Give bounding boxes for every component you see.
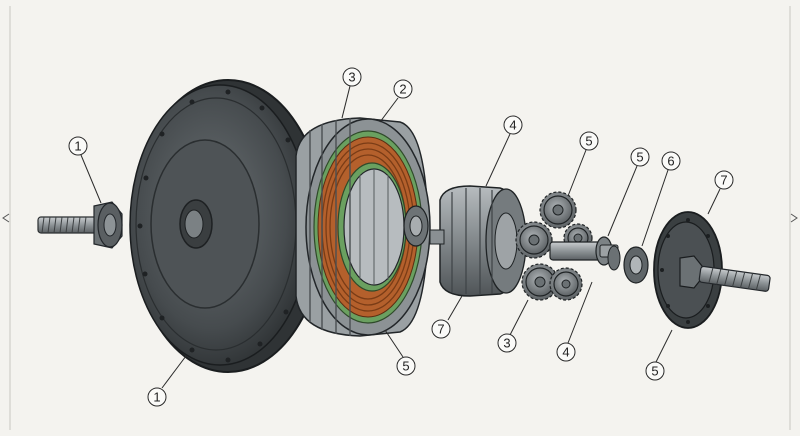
callout-3-gears: 3 (497, 333, 517, 353)
bearing-right (623, 246, 649, 284)
callout-5-cover: 5 (645, 361, 665, 381)
callout-1-hub: 1 (147, 387, 167, 407)
callout-4-rotor: 4 (503, 115, 523, 135)
svg-text:6: 6 (667, 154, 674, 169)
callout-5-stator: 5 (396, 356, 416, 376)
callout-1-bolt: 1 (68, 136, 88, 156)
callout-3-stator: 3 (342, 67, 362, 87)
arrow-left-icon (2, 213, 10, 223)
svg-text:3: 3 (503, 336, 510, 351)
arrow-right-icon (790, 213, 798, 223)
frame (2, 6, 798, 430)
svg-text:4: 4 (562, 345, 569, 360)
svg-text:5: 5 (585, 134, 592, 149)
stator-assembly (295, 117, 431, 337)
callouts (80, 85, 721, 389)
hub-shell (129, 79, 325, 373)
callout-5-gear: 5 (579, 131, 599, 151)
svg-text:3: 3 (348, 70, 355, 85)
output-shaft (599, 244, 621, 271)
svg-text:5: 5 (636, 150, 643, 165)
callout-7-rotor: 7 (431, 319, 451, 339)
bearing-left (403, 205, 429, 247)
callout-labels: 1 1 2 3 3 4 4 5 (68, 67, 734, 407)
axle-bolt-left (37, 201, 123, 249)
callout-2-stator: 2 (393, 79, 413, 99)
callout-4-shaft: 4 (556, 342, 576, 362)
svg-text:1: 1 (153, 390, 160, 405)
callout-7-bearing: 6 (661, 151, 681, 171)
callout-6-shaft: 5 (630, 147, 650, 167)
svg-text:7: 7 (437, 322, 444, 337)
end-cover (653, 211, 771, 329)
svg-text:4: 4 (509, 118, 516, 133)
svg-text:5: 5 (402, 359, 409, 374)
planetary-gear-set (515, 191, 613, 301)
rotor (429, 185, 527, 297)
callout-8-cover: 7 (714, 170, 734, 190)
svg-text:2: 2 (399, 82, 406, 97)
svg-text:5: 5 (651, 364, 658, 379)
svg-text:1: 1 (74, 139, 81, 154)
svg-text:7: 7 (720, 173, 727, 188)
